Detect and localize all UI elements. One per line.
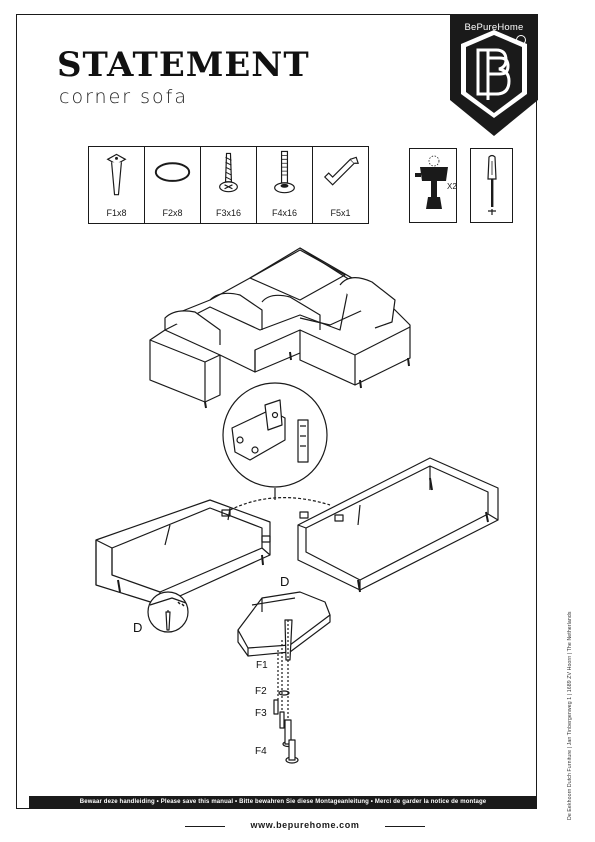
screwdriver-icon: [487, 154, 497, 215]
rubber-mallet-icon: [415, 155, 448, 209]
part-cell: F5x1: [313, 147, 368, 223]
mallet-tool-box: [409, 148, 457, 223]
right-frame-module: [297, 457, 499, 593]
washer-ring-icon: [154, 162, 191, 182]
mallet-quantity: X2: [447, 182, 457, 191]
company-address: De Eekhoorn Dutch Furniture | Jan Tinber…: [567, 611, 573, 820]
label-f3: F3: [255, 708, 267, 719]
part-label: F4x16: [271, 208, 297, 218]
left-frame-module: [95, 499, 271, 606]
zoom-arc: [229, 497, 331, 511]
part-label: F2x8: [162, 208, 183, 218]
product-subtitle: corner sofa: [59, 86, 188, 108]
bolt-icon: [274, 150, 295, 194]
website-rule-left: [185, 826, 235, 827]
parts-table: F1x8 F2x8 F3x16 F4x16 F5x1: [88, 146, 369, 224]
bracket-detail-drawing: [222, 382, 328, 500]
furniture-leg-icon: [106, 153, 127, 196]
allen-key-icon: [323, 156, 359, 186]
wood-screw-icon: [219, 152, 238, 193]
label-d-left: D: [133, 620, 143, 635]
leg-detail-circle: [147, 591, 189, 633]
part-label: F3x16: [215, 208, 241, 218]
part-cell: F2x8: [145, 147, 201, 223]
part-label: F5x1: [330, 208, 351, 218]
website-link[interactable]: www.bepurehome.com: [225, 820, 385, 830]
part-cell: F4x16: [257, 147, 313, 223]
label-f1: F1: [256, 660, 268, 671]
brand-logo: BePureHome: [450, 14, 538, 136]
part-cell: F3x16: [201, 147, 257, 223]
screwdriver-tool-box: [470, 148, 513, 223]
part-cell: F1x8: [89, 147, 145, 223]
label-d-center: D: [280, 574, 290, 589]
label-f2: F2: [255, 686, 267, 697]
label-f4: F4: [255, 746, 267, 757]
logo-text: BePureHome: [464, 22, 524, 33]
corner-platform-drawing: [237, 591, 331, 764]
logo-shield-icon: [450, 14, 538, 136]
part-label: F1x8: [106, 208, 127, 218]
save-manual-notice: Bewaar deze handleiding • Please save th…: [29, 796, 537, 809]
product-title: STATEMENT: [57, 45, 310, 85]
assembled-sofa-drawing: [149, 247, 411, 409]
website-rule-right: [375, 826, 425, 827]
